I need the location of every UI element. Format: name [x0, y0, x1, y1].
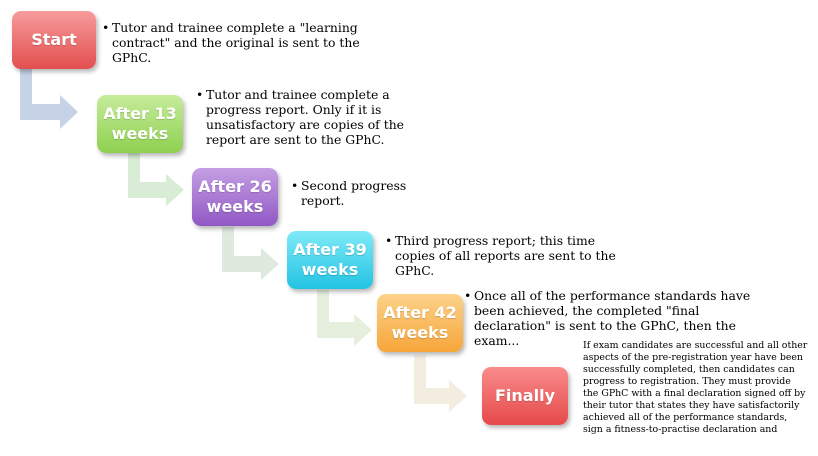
stage-label: Finally: [495, 386, 555, 405]
stage-label: After 13 weeks: [103, 104, 177, 143]
stage-finally: Finally: [482, 367, 568, 425]
stage-description: • Second progress report.: [291, 178, 407, 208]
connector-arrow: [414, 355, 467, 412]
stage-after-42-weeks: After 42 weeks: [377, 294, 463, 352]
bullet-icon: •: [464, 288, 472, 303]
stage-start: Start: [12, 11, 96, 69]
connector-arrow: [128, 152, 184, 206]
stage-label: Start: [31, 30, 77, 49]
stage-description: • Tutor and trainee complete a "learning…: [102, 20, 360, 65]
connector-arrow: [222, 227, 279, 280]
stage-after-26-weeks: After 26 weeks: [192, 168, 278, 226]
stage-description: • If exam candidates are successful and …: [583, 340, 808, 435]
connector-arrow: [20, 66, 78, 129]
bullet-icon: •: [291, 178, 299, 193]
stage-label: After 39 weeks: [293, 240, 367, 279]
bullet-icon: •: [385, 233, 393, 248]
stage-description: • Third progress report; this time copie…: [385, 233, 616, 278]
connector-arrow: [317, 290, 372, 346]
stage-description: • Tutor and trainee complete a progress …: [196, 87, 405, 147]
bullet-icon: •: [196, 87, 204, 102]
stage-description: • Once all of the performance standards …: [464, 288, 751, 348]
bullet-icon: •: [102, 20, 110, 35]
stage-label: After 42 weeks: [383, 303, 457, 342]
stage-after-13-weeks: After 13 weeks: [97, 95, 183, 153]
stage-after-39-weeks: After 39 weeks: [287, 231, 373, 289]
stage-label: After 26 weeks: [198, 177, 272, 216]
